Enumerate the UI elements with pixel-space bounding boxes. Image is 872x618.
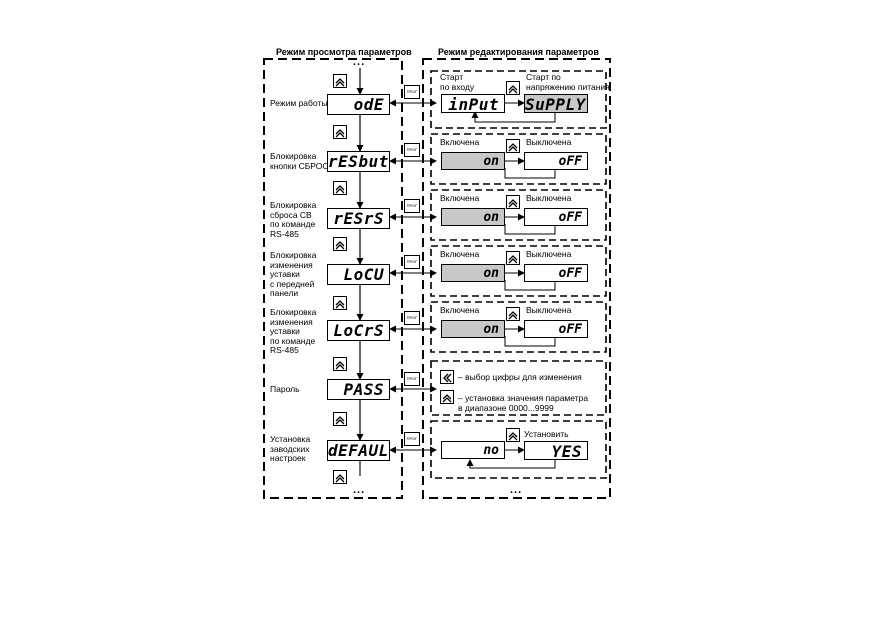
bottom-ellipsis-right: ...	[510, 484, 523, 496]
display-off: oFF	[524, 208, 588, 226]
caption-disabled: Выключена	[526, 193, 572, 203]
row-label-reset-rs485-lock: Блокировка сброса СВ по команде RS-485	[270, 200, 317, 239]
display-resbut: rESbut	[327, 151, 390, 172]
up-arrow-icon[interactable]	[333, 470, 347, 484]
prog-button[interactable]: ПРОГ	[404, 432, 420, 446]
caption-enabled: Включена	[440, 305, 480, 315]
up-arrow-icon[interactable]	[333, 125, 347, 139]
display-off: oFF	[524, 152, 588, 170]
up-arrow-icon[interactable]	[506, 195, 520, 209]
note-digit-select: – выбор цифры для изменения	[458, 372, 582, 382]
edit-mode-frame	[422, 58, 611, 499]
display-input: inPut	[441, 94, 505, 113]
note-value-set: – установка значения параметра в диапазо…	[458, 393, 589, 413]
display-on: on	[441, 320, 505, 338]
up-arrow-icon[interactable]	[506, 139, 520, 153]
caption-enabled: Включена	[440, 137, 480, 147]
display-resrs: rESrS	[327, 208, 390, 229]
prog-button[interactable]: ПРОГ	[404, 311, 420, 325]
display-on: on	[441, 208, 505, 226]
caption-disabled: Выключена	[526, 305, 572, 315]
row-label-rs485-setpoint-lock: Блокировка изменения уставки по команде …	[270, 307, 317, 355]
up-arrow-icon[interactable]	[506, 428, 520, 442]
up-arrow-icon[interactable]	[506, 307, 520, 321]
up-arrow-icon[interactable]	[333, 412, 347, 426]
display-pass: PASS	[327, 379, 390, 400]
caption-start-input: Старт по входу	[440, 72, 475, 92]
row-label-password: Пароль	[270, 384, 300, 394]
caption-start-power: Старт по напряжению питания	[526, 72, 610, 92]
display-on: on	[441, 264, 505, 282]
display-no: no	[441, 441, 505, 459]
display-on: on	[441, 152, 505, 170]
display-yes: YES	[524, 441, 588, 460]
row-label-reset-button-lock: Блокировка кнопки СБРОС	[270, 151, 329, 171]
up-arrow-icon[interactable]	[333, 181, 347, 195]
up-arrow-icon[interactable]	[333, 237, 347, 251]
prog-button[interactable]: ПРОГ	[404, 372, 420, 386]
display-default: dEFAUL	[327, 440, 390, 461]
prog-button[interactable]: ПРОГ	[404, 199, 420, 213]
row-label-mode: Режим работы	[270, 98, 328, 108]
caption-apply: Установить	[524, 429, 569, 439]
display-off: oFF	[524, 320, 588, 338]
prog-button[interactable]: ПРОГ	[404, 85, 420, 99]
caption-enabled: Включена	[440, 249, 480, 259]
caption-disabled: Выключена	[526, 137, 572, 147]
view-mode-frame	[263, 58, 403, 499]
up-arrow-icon[interactable]	[506, 251, 520, 265]
up-arrow-icon[interactable]	[333, 74, 347, 88]
view-mode-header: Режим просмотра параметров	[276, 47, 412, 57]
up-arrow-icon[interactable]	[333, 357, 347, 371]
top-ellipsis: ...	[353, 56, 366, 68]
prog-button[interactable]: ПРОГ	[404, 255, 420, 269]
display-locrs: LoCrS	[327, 320, 390, 341]
caption-disabled: Выключена	[526, 249, 572, 259]
bottom-ellipsis-left: ...	[353, 484, 366, 496]
up-arrow-icon[interactable]	[440, 390, 454, 404]
double-left-arrow-icon[interactable]	[440, 370, 454, 384]
up-arrow-icon[interactable]	[506, 81, 520, 95]
display-supply: SuPPLY	[524, 94, 588, 113]
display-mode: odE	[327, 94, 390, 115]
edit-mode-header: Режим редактирования параметров	[438, 47, 599, 57]
caption-enabled: Включена	[440, 193, 480, 203]
row-label-factory-defaults: Установка заводских настроек	[270, 434, 311, 463]
prog-button[interactable]: ПРОГ	[404, 143, 420, 157]
display-off: oFF	[524, 264, 588, 282]
display-locu: LoCU	[327, 264, 390, 285]
up-arrow-icon[interactable]	[333, 296, 347, 310]
row-label-front-panel-lock: Блокировка изменения уставки с передней …	[270, 250, 317, 298]
